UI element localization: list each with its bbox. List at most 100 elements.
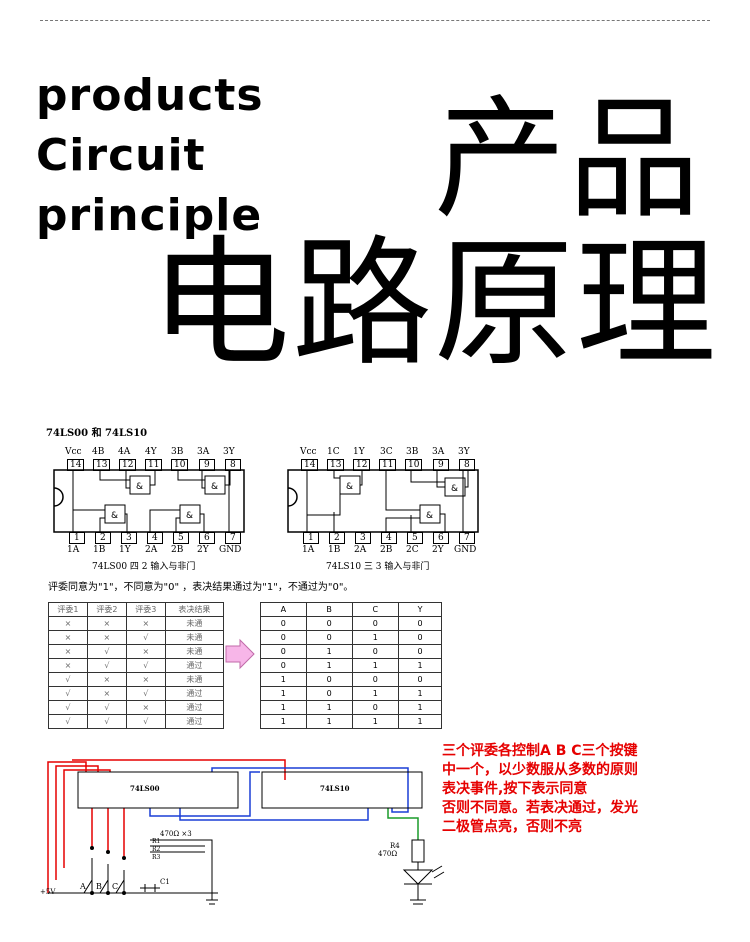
table-cell: √	[86, 714, 127, 729]
table-cell: 0	[351, 700, 400, 715]
table-cell: 0	[351, 644, 400, 659]
table-row: √√√通过	[48, 714, 225, 729]
chinese-title-line-1: 产品	[434, 83, 702, 237]
wire-red-1	[47, 761, 87, 893]
chip2-pin-name: 2C	[406, 545, 419, 555]
chip2-pin-number: 7	[459, 532, 475, 544]
table-row: √√×通过	[48, 700, 225, 715]
chip2-pin-name: 1A	[302, 545, 315, 555]
note-line-5: 二极管点亮，否则不亮	[442, 819, 582, 835]
table-cell: 通过	[164, 700, 225, 715]
table-cell: √	[86, 700, 127, 715]
table-cell: 1	[305, 658, 353, 673]
judges-table: 评委1 评委2 评委3 表决结果 ×××未通 ××√未通 ×√×未通 ×√√通过…	[48, 602, 225, 729]
r4-value: 470Ω	[378, 850, 398, 858]
table-header-cell: C	[351, 602, 400, 617]
table-cell: 0	[305, 672, 353, 687]
resistor-bank-label: 470Ω ×3	[160, 830, 192, 838]
table-cell: ×	[48, 616, 88, 631]
led-symbol	[402, 862, 445, 905]
chip2-pin-name: 3Y	[458, 447, 470, 457]
chip1-pin-name: 4B	[92, 447, 105, 457]
table-cell: √	[125, 686, 166, 701]
wire-blue-1	[211, 767, 409, 813]
chip2-pin-number: 3	[355, 532, 371, 544]
table-cell: ×	[86, 616, 127, 631]
chip2-pin-name: Vcc	[300, 447, 317, 457]
table-header-cell: 评委3	[125, 602, 166, 617]
table-cell: 1	[351, 630, 400, 645]
chip1-pin-name: 2A	[145, 545, 158, 555]
chip1-pin-name: 3Y	[223, 447, 235, 457]
chip1-pin-number: 14	[67, 459, 85, 471]
table-cell: 0	[398, 644, 442, 659]
r4-label: R4	[390, 842, 400, 850]
note-line-3: 表决事件,按下表示同意	[442, 781, 588, 797]
svg-text:&: &	[426, 511, 433, 521]
table-cell: 未通	[164, 630, 225, 645]
chip2-pin-name: 1C	[327, 447, 340, 457]
chip2-pin-number: 6	[433, 532, 449, 544]
resistor-r1-label: R1	[152, 838, 161, 845]
chip1-pin-name: 2B	[171, 545, 184, 555]
resistor-r3-label: R3	[152, 854, 161, 861]
table-cell: 0	[305, 686, 353, 701]
chip1-pin-number: 11	[145, 459, 163, 471]
table-cell: 1	[260, 700, 307, 715]
table-cell: 未通	[164, 644, 225, 659]
chip1-body	[53, 469, 245, 533]
table-cell: √	[48, 714, 88, 729]
table-cell: 1	[351, 686, 400, 701]
table-header-cell: 评委1	[48, 602, 88, 617]
chip2-pin-name: 2A	[354, 545, 367, 555]
chip1-pin-name: 3B	[171, 447, 184, 457]
chip1-pin-number: 6	[199, 532, 215, 544]
title-line-2: Circuit	[36, 130, 206, 181]
table-cell: 1	[305, 714, 353, 729]
chip2-pin-number: 12	[353, 459, 371, 471]
table-cell: 1	[351, 714, 400, 729]
svg-text:&: &	[111, 511, 118, 521]
table-cell: 0	[351, 672, 400, 687]
wire-red-2	[55, 765, 99, 880]
switch-b-label: B	[96, 882, 102, 891]
table-cell: ×	[48, 630, 88, 645]
chip1-pin-name: GND	[219, 545, 242, 555]
wire-blue-2	[149, 771, 260, 817]
chip2-pin-name: 2Y	[432, 545, 444, 555]
table-cell: 1	[260, 686, 307, 701]
chip2-pin-number: 1	[303, 532, 319, 544]
arrow-right	[225, 638, 255, 670]
note-line-2: 中一个，以少数服从多数的原则	[442, 762, 638, 778]
table-row: ××√未通	[48, 630, 225, 645]
table-cell: 0	[351, 616, 400, 631]
table-cell: ×	[86, 672, 127, 687]
table-cell: √	[125, 714, 166, 729]
chip1-pin-number: 5	[173, 532, 189, 544]
chip2-notch	[287, 487, 298, 507]
table-cell: √	[48, 672, 88, 687]
resistor-r2-label: R2	[152, 846, 161, 853]
chip1-pin-name: 2Y	[197, 545, 209, 555]
table-cell: 1	[260, 714, 307, 729]
table-cell: 1	[305, 644, 353, 659]
vcc-label: +5V	[40, 888, 56, 896]
chip2-pin-number: 11	[379, 459, 397, 471]
table-cell: 0	[305, 616, 353, 631]
table-header-cell: B	[305, 602, 353, 617]
table-row: ×√√通过	[48, 658, 225, 673]
table-cell: √	[125, 630, 166, 645]
table-cell: √	[86, 644, 127, 659]
table-cell: 未通	[164, 672, 225, 687]
table-cell: 1	[398, 700, 442, 715]
table-header-row: 评委1 评委2 评委3 表决结果	[48, 602, 225, 617]
chip1-pin-number: 12	[119, 459, 137, 471]
table-row: √××未通	[48, 672, 225, 687]
chip2-caption: 74LS10 三 3 输入与非门	[326, 562, 430, 572]
table-cell: 0	[398, 630, 442, 645]
schematic-chip1-label: 74LS00	[130, 784, 160, 793]
rule-text: 评委同意为"1"，不同意为"0" ，表决结果通过为"1"，不通过为"0"。	[48, 582, 354, 593]
title-line-1: products	[36, 70, 264, 121]
